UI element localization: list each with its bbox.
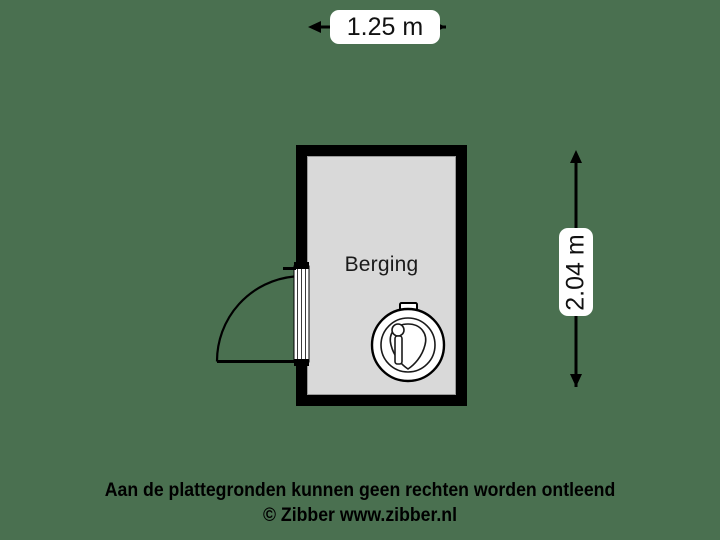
room-berging [296,145,467,406]
door-swing-arc [215,275,295,362]
toilet-icon [370,302,446,383]
dimension-label-vertical: 2.04 m [559,228,593,316]
dimension-label-horizontal: 1.25 m [330,10,440,44]
footer-disclaimer: Aan de plattegronden kunnen geen rechten… [25,478,695,528]
dimension-label-vertical-text: 2.04 m [561,233,590,311]
room-label-berging: Berging [344,253,419,276]
door-jamb-top [294,262,309,269]
toilet-lever-stem [394,335,403,365]
door-swing-icon [215,275,295,363]
toilet-lever-head [391,323,405,337]
dimension-label-horizontal-text: 1.25 m [346,12,424,41]
footer-line-2: © Zibber www.zibber.nl [263,505,457,526]
footer-line-1: Aan de plattegronden kunnen geen rechten… [104,480,616,501]
door-jamb-bottom [294,359,309,366]
